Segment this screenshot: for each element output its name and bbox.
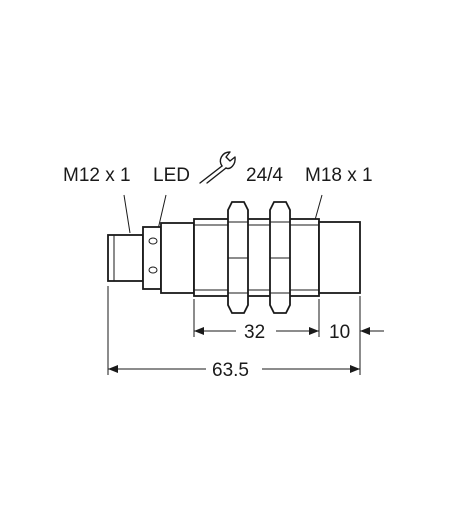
dimension-32-label: 32 [244, 322, 265, 343]
body-thread-label: M18 x 1 [305, 165, 373, 186]
sensor-outline [107, 201, 361, 314]
dimension-10 [300, 327, 384, 335]
dimension-10-label: 10 [329, 322, 350, 343]
led-section [142, 226, 162, 290]
led-label: LED [153, 165, 190, 186]
led-window-top [148, 237, 158, 245]
connector-plug [107, 234, 144, 282]
threaded-barrel [193, 218, 320, 297]
dimension-63-5-label: 63.5 [212, 360, 249, 381]
sensing-face [318, 221, 361, 294]
dimension-63-5 [108, 365, 360, 373]
connector-leader-line [123, 194, 131, 234]
wrench-icon [199, 151, 236, 184]
wrench-size-label: 24/4 [246, 165, 283, 186]
connector-thread-label: M12 x 1 [63, 165, 131, 186]
housing-rear [160, 222, 195, 294]
led-window-bottom [148, 266, 158, 274]
body-thread-leader-line [314, 194, 323, 221]
